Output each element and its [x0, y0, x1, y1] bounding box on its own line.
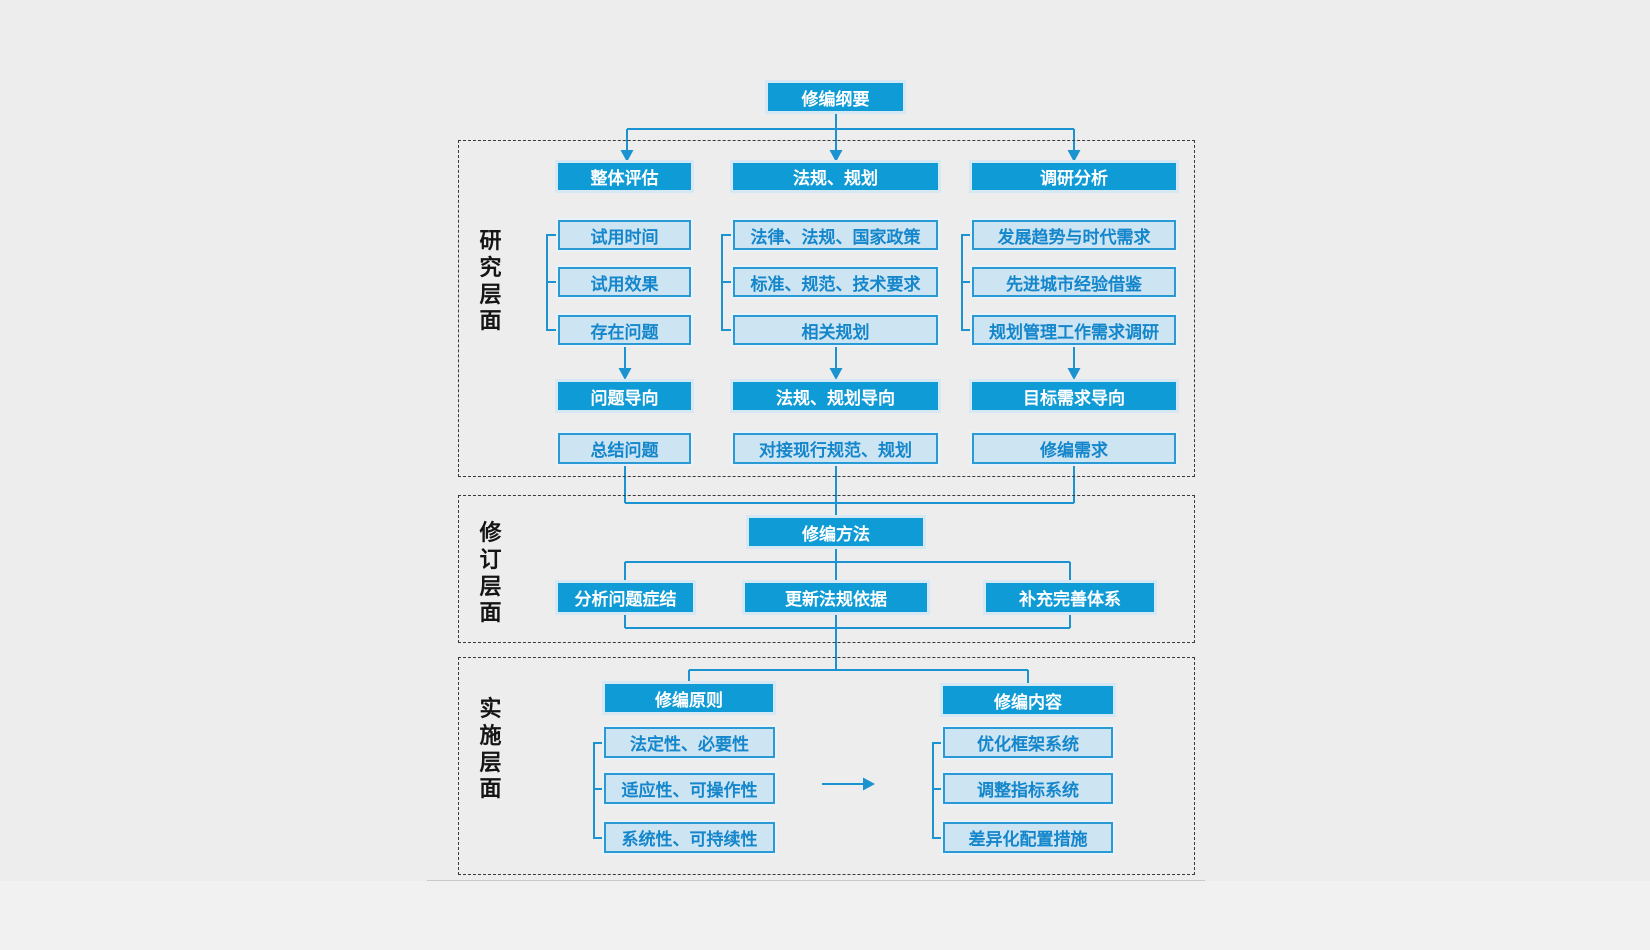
section-implementation-frame — [458, 657, 1195, 875]
section-research-frame — [458, 140, 1195, 477]
node-analyze-problem-crux: 分析问题症结 — [558, 583, 693, 612]
node-trial-time: 试用时间 — [558, 220, 691, 250]
node-related-planning: 相关规划 — [733, 315, 938, 345]
node-align-current-norms: 对接现行规范、规划 — [733, 433, 938, 464]
node-development-trends: 发展趋势与时代需求 — [972, 220, 1176, 250]
section-revision-frame — [458, 495, 1195, 643]
node-legality-necessity: 法定性、必要性 — [604, 727, 775, 758]
node-revision-content: 修编内容 — [943, 686, 1113, 714]
node-revision-method: 修编方法 — [749, 518, 923, 546]
node-systematic-sustainable: 系统性、可持续性 — [604, 822, 775, 853]
below-slide-area — [0, 881, 1650, 950]
node-trial-effect: 试用效果 — [558, 267, 691, 297]
section-research-label: 研究层面 — [479, 228, 502, 334]
node-research-analysis: 调研分析 — [972, 163, 1176, 190]
node-revision-outline: 修编纲要 — [768, 83, 903, 111]
node-differentiated-measures: 差异化配置措施 — [943, 822, 1113, 853]
node-adjust-indicators: 调整指标系统 — [943, 773, 1113, 804]
node-problem-oriented: 问题导向 — [558, 382, 691, 410]
slide-bottom-edge — [427, 880, 1205, 881]
node-summarize-problems: 总结问题 — [558, 433, 691, 464]
node-standards-requirements: 标准、规范、技术要求 — [733, 267, 938, 297]
node-improve-system: 补充完善体系 — [986, 583, 1154, 612]
node-regulations-planning: 法规、规划 — [733, 163, 938, 190]
node-adaptability-operability: 适应性、可操作性 — [604, 773, 775, 804]
node-management-demand-survey: 规划管理工作需求调研 — [972, 315, 1176, 345]
node-revision-principles: 修编原则 — [605, 684, 773, 712]
node-goal-demand-oriented: 目标需求导向 — [972, 382, 1176, 410]
node-existing-problems: 存在问题 — [558, 315, 691, 345]
node-update-regulatory-basis: 更新法规依据 — [745, 583, 927, 612]
node-laws-policies: 法律、法规、国家政策 — [733, 220, 938, 250]
node-regulation-oriented: 法规、规划导向 — [733, 382, 938, 410]
node-advanced-city-experience: 先进城市经验借鉴 — [972, 267, 1176, 297]
node-overall-evaluation: 整体评估 — [558, 163, 691, 190]
node-optimize-framework: 优化框架系统 — [943, 727, 1113, 758]
node-revision-demand: 修编需求 — [972, 433, 1176, 464]
section-revision-label: 修订层面 — [479, 520, 502, 626]
section-implementation-label: 实施层面 — [479, 696, 502, 802]
